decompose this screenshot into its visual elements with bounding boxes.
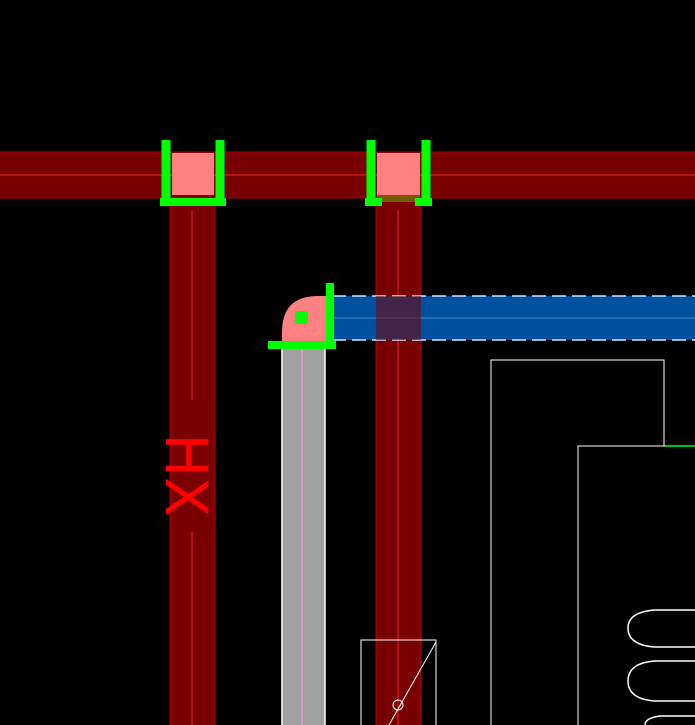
tee-fitting-right-lower xyxy=(377,195,420,202)
air-terminal-icon[interactable] xyxy=(627,609,695,725)
gray-pipe-vertical[interactable] xyxy=(281,345,326,725)
duct-label-hx[interactable]: HX xyxy=(152,433,220,516)
equipment-outline[interactable] xyxy=(490,359,695,725)
damper-icon-box xyxy=(360,639,437,725)
tee-fitting-right[interactable] xyxy=(365,140,432,206)
equipment-outline-inner[interactable] xyxy=(577,445,664,725)
tee-fitting-left[interactable] xyxy=(160,140,226,206)
duct-crossing-overlap xyxy=(376,296,421,340)
red-branch-duct-right[interactable] xyxy=(375,198,422,725)
air-terminal-lobe-1 xyxy=(627,609,695,648)
damper-icon-blade xyxy=(388,641,437,725)
damper-icon[interactable] xyxy=(360,639,437,725)
air-terminal-lobe-3 xyxy=(644,715,695,725)
air-terminal-lobe-2 xyxy=(627,660,695,702)
gray-pipe-body[interactable] xyxy=(282,345,325,725)
tee-fitting-right-body[interactable] xyxy=(377,153,420,195)
elbow-grip-marker[interactable] xyxy=(295,311,308,324)
damper-icon-pivot xyxy=(392,699,404,711)
tee-fitting-left-body[interactable] xyxy=(172,153,214,195)
red-branch-duct-left[interactable] xyxy=(169,198,216,725)
red-main-duct-horizontal[interactable] xyxy=(0,151,695,199)
